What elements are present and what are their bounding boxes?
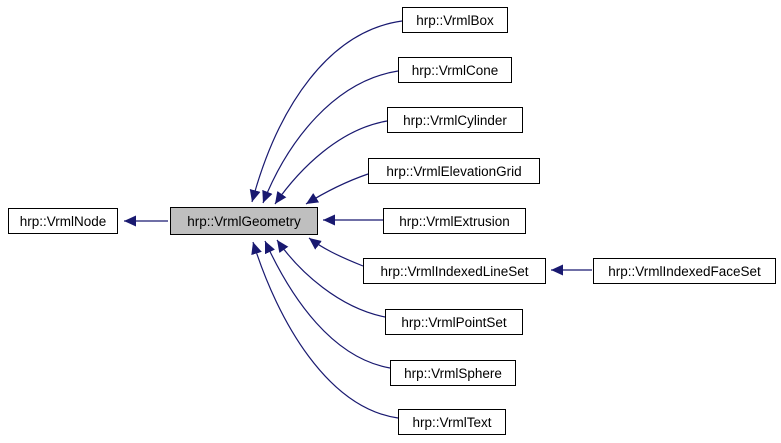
class-node-hrp-vrmltext[interactable]: hrp::VrmlText <box>398 409 506 435</box>
edge-vrmlsphere-to-vrmlgeometry <box>264 240 391 369</box>
class-node-hrp-vrmlpointset[interactable]: hrp::VrmlPointSet <box>385 309 523 335</box>
edge-vrmlcylinder-to-vrmlgeometry <box>274 120 388 205</box>
class-node-hrp-vrmlelevationgrid[interactable]: hrp::VrmlElevationGrid <box>368 158 540 184</box>
class-node-hrp-vrmlnode[interactable]: hrp::VrmlNode <box>8 208 118 234</box>
class-node-hrp-vrmlcone[interactable]: hrp::VrmlCone <box>398 57 512 83</box>
edge-vrmlelevationgrid-to-vrmlgeometry <box>305 173 369 205</box>
class-node-hrp-vrmlsphere[interactable]: hrp::VrmlSphere <box>390 360 516 386</box>
class-node-hrp-vrmlindexedfaceset[interactable]: hrp::VrmlIndexedFaceSet <box>593 258 776 284</box>
class-node-hrp-vrmlbox[interactable]: hrp::VrmlBox <box>402 7 508 33</box>
edge-vrmlbox-to-vrmlgeometry <box>249 20 403 203</box>
edge-vrmlcone-to-vrmlgeometry <box>262 70 399 204</box>
class-node-hrp-vrmlindexedlineset[interactable]: hrp::VrmlIndexedLineSet <box>363 258 546 284</box>
edge-vrmltext-to-vrmlgeometry <box>251 241 399 419</box>
class-node-hrp-vrmlgeometry: hrp::VrmlGeometry <box>170 207 318 235</box>
class-node-hrp-vrmlcylinder[interactable]: hrp::VrmlCylinder <box>387 107 523 133</box>
edge-vrmlpointset-to-vrmlgeometry <box>276 239 386 318</box>
edge-vrmlindexedlineset-to-vrmlgeometry <box>308 237 364 267</box>
class-node-hrp-vrmlextrusion[interactable]: hrp::VrmlExtrusion <box>383 208 526 234</box>
